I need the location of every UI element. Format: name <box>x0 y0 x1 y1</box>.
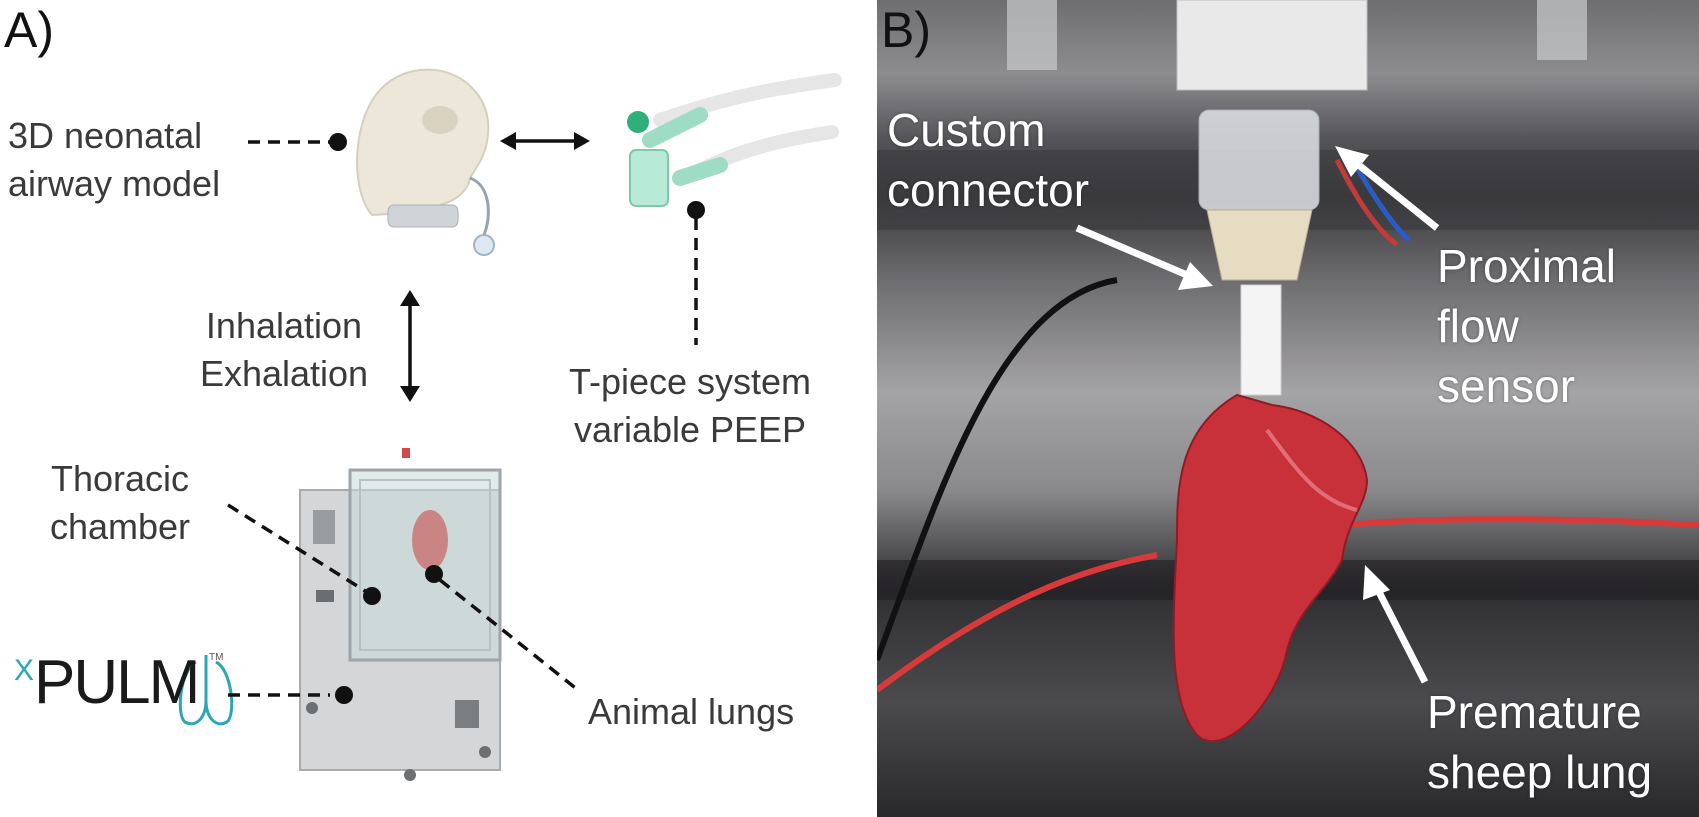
t-piece-label: T-piece system variable PEEP <box>550 358 830 454</box>
proximal-flow-sensor-label: Proximal flow sensor <box>1437 236 1616 416</box>
sensor-label-line-1: Proximal <box>1437 240 1616 292</box>
t-piece-label-line-2: variable PEEP <box>573 409 807 450</box>
logo-trademark: TM <box>209 652 224 663</box>
xpulm-logo: X PULM TM <box>14 648 223 718</box>
sensor-label-line-3: sensor <box>1437 360 1576 412</box>
sheep-lung-shape <box>1172 393 1369 743</box>
airway-label-line-2: airway model <box>8 163 221 204</box>
airway-model-label: 3D neonatal airway model <box>8 112 220 208</box>
panel-b-photo: B) Custom connector Proximal flow sensor… <box>877 0 1699 817</box>
panel-a-letter: A) <box>4 2 54 58</box>
inhalation-label: Inhalation <box>205 305 363 346</box>
panel-a: A) <box>4 2 842 781</box>
airway-label-line-1: 3D neonatal <box>8 115 203 156</box>
annotation-arrows <box>1075 146 1440 684</box>
thoracic-label-line-1: Thoracic <box>50 458 190 499</box>
thoracic-chamber-label: Thoracic chamber <box>20 455 220 551</box>
connector-label-line-1: Custom <box>887 104 1046 156</box>
panel-b-letter: B) <box>881 2 931 58</box>
connector-lines <box>227 132 705 704</box>
exhalation-label: Exhalation <box>199 353 369 394</box>
thoracic-chamber-device <box>299 448 502 781</box>
animal-lungs-label: Animal lungs <box>588 691 795 732</box>
thoracic-label-line-2: chamber <box>49 506 191 547</box>
logo-prefix: X <box>14 654 35 687</box>
panel-b-drawing <box>877 0 1699 743</box>
custom-connector-label: Custom connector <box>887 100 1089 220</box>
sensor-label-line-2: flow <box>1437 300 1519 352</box>
logo-lung-icon <box>178 655 234 726</box>
t-piece-label-line-1: T-piece system <box>568 361 812 402</box>
panel-a-drawing <box>178 68 842 781</box>
t-piece-system <box>627 73 842 207</box>
breathing-label: Inhalation Exhalation <box>184 302 384 398</box>
lung-label-line-2: sheep lung <box>1427 746 1653 798</box>
lung-label-line-1: Premature <box>1427 686 1642 738</box>
neonatal-head-model <box>356 68 495 256</box>
logo-main-text: PULM <box>34 648 200 717</box>
connector-label-line-2: connector <box>887 164 1090 216</box>
premature-sheep-lung-label: Premature sheep lung <box>1427 682 1652 802</box>
